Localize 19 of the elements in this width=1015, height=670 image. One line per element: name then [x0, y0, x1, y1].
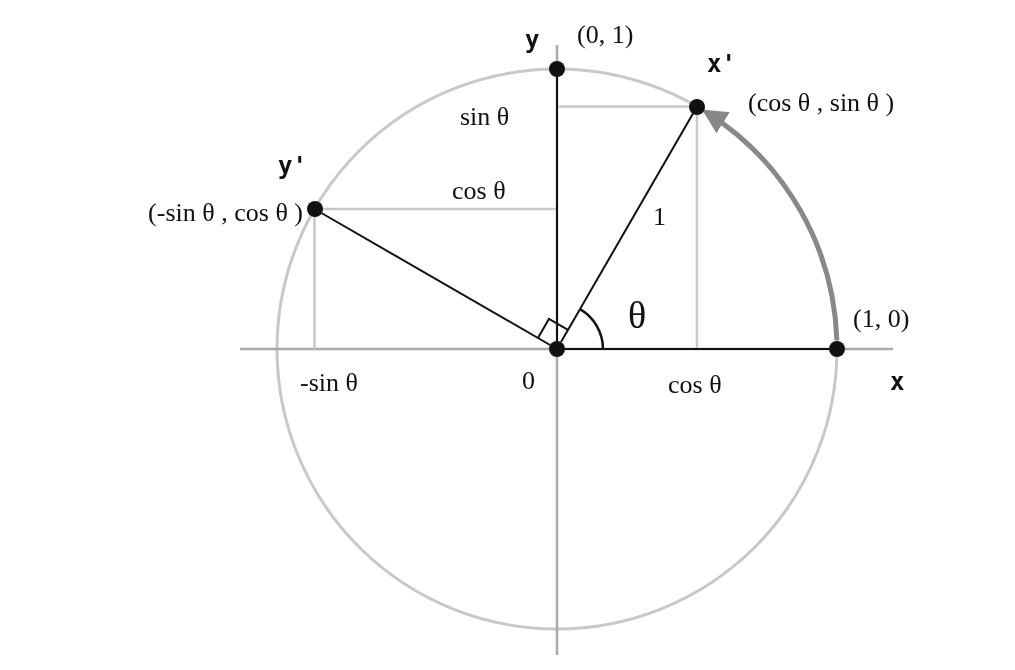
axis-label: y'	[278, 154, 307, 178]
arc-arrow	[702, 109, 840, 341]
line-segment	[560, 112, 694, 344]
tick-label: -sin θ	[300, 370, 358, 396]
tick-label: cos θ	[668, 372, 722, 398]
line-segment	[320, 212, 552, 346]
axis-label: y	[525, 28, 540, 52]
coordinate-label: (0, 1)	[577, 22, 634, 48]
line-segment	[556, 76, 558, 342]
tick-label: sin θ	[460, 104, 510, 130]
origin-label: 0	[522, 368, 535, 394]
coordinate-label: (1, 0)	[853, 306, 910, 332]
axis-label: x'	[707, 52, 736, 76]
angle-label: θ	[628, 296, 647, 334]
tick-label: cos θ	[452, 178, 506, 204]
axis-label: x	[890, 370, 905, 394]
coordinate-label: (-sin θ , cos θ )	[148, 200, 303, 226]
coordinate-label: (cos θ , sin θ )	[748, 90, 895, 116]
line-segment	[564, 348, 830, 350]
